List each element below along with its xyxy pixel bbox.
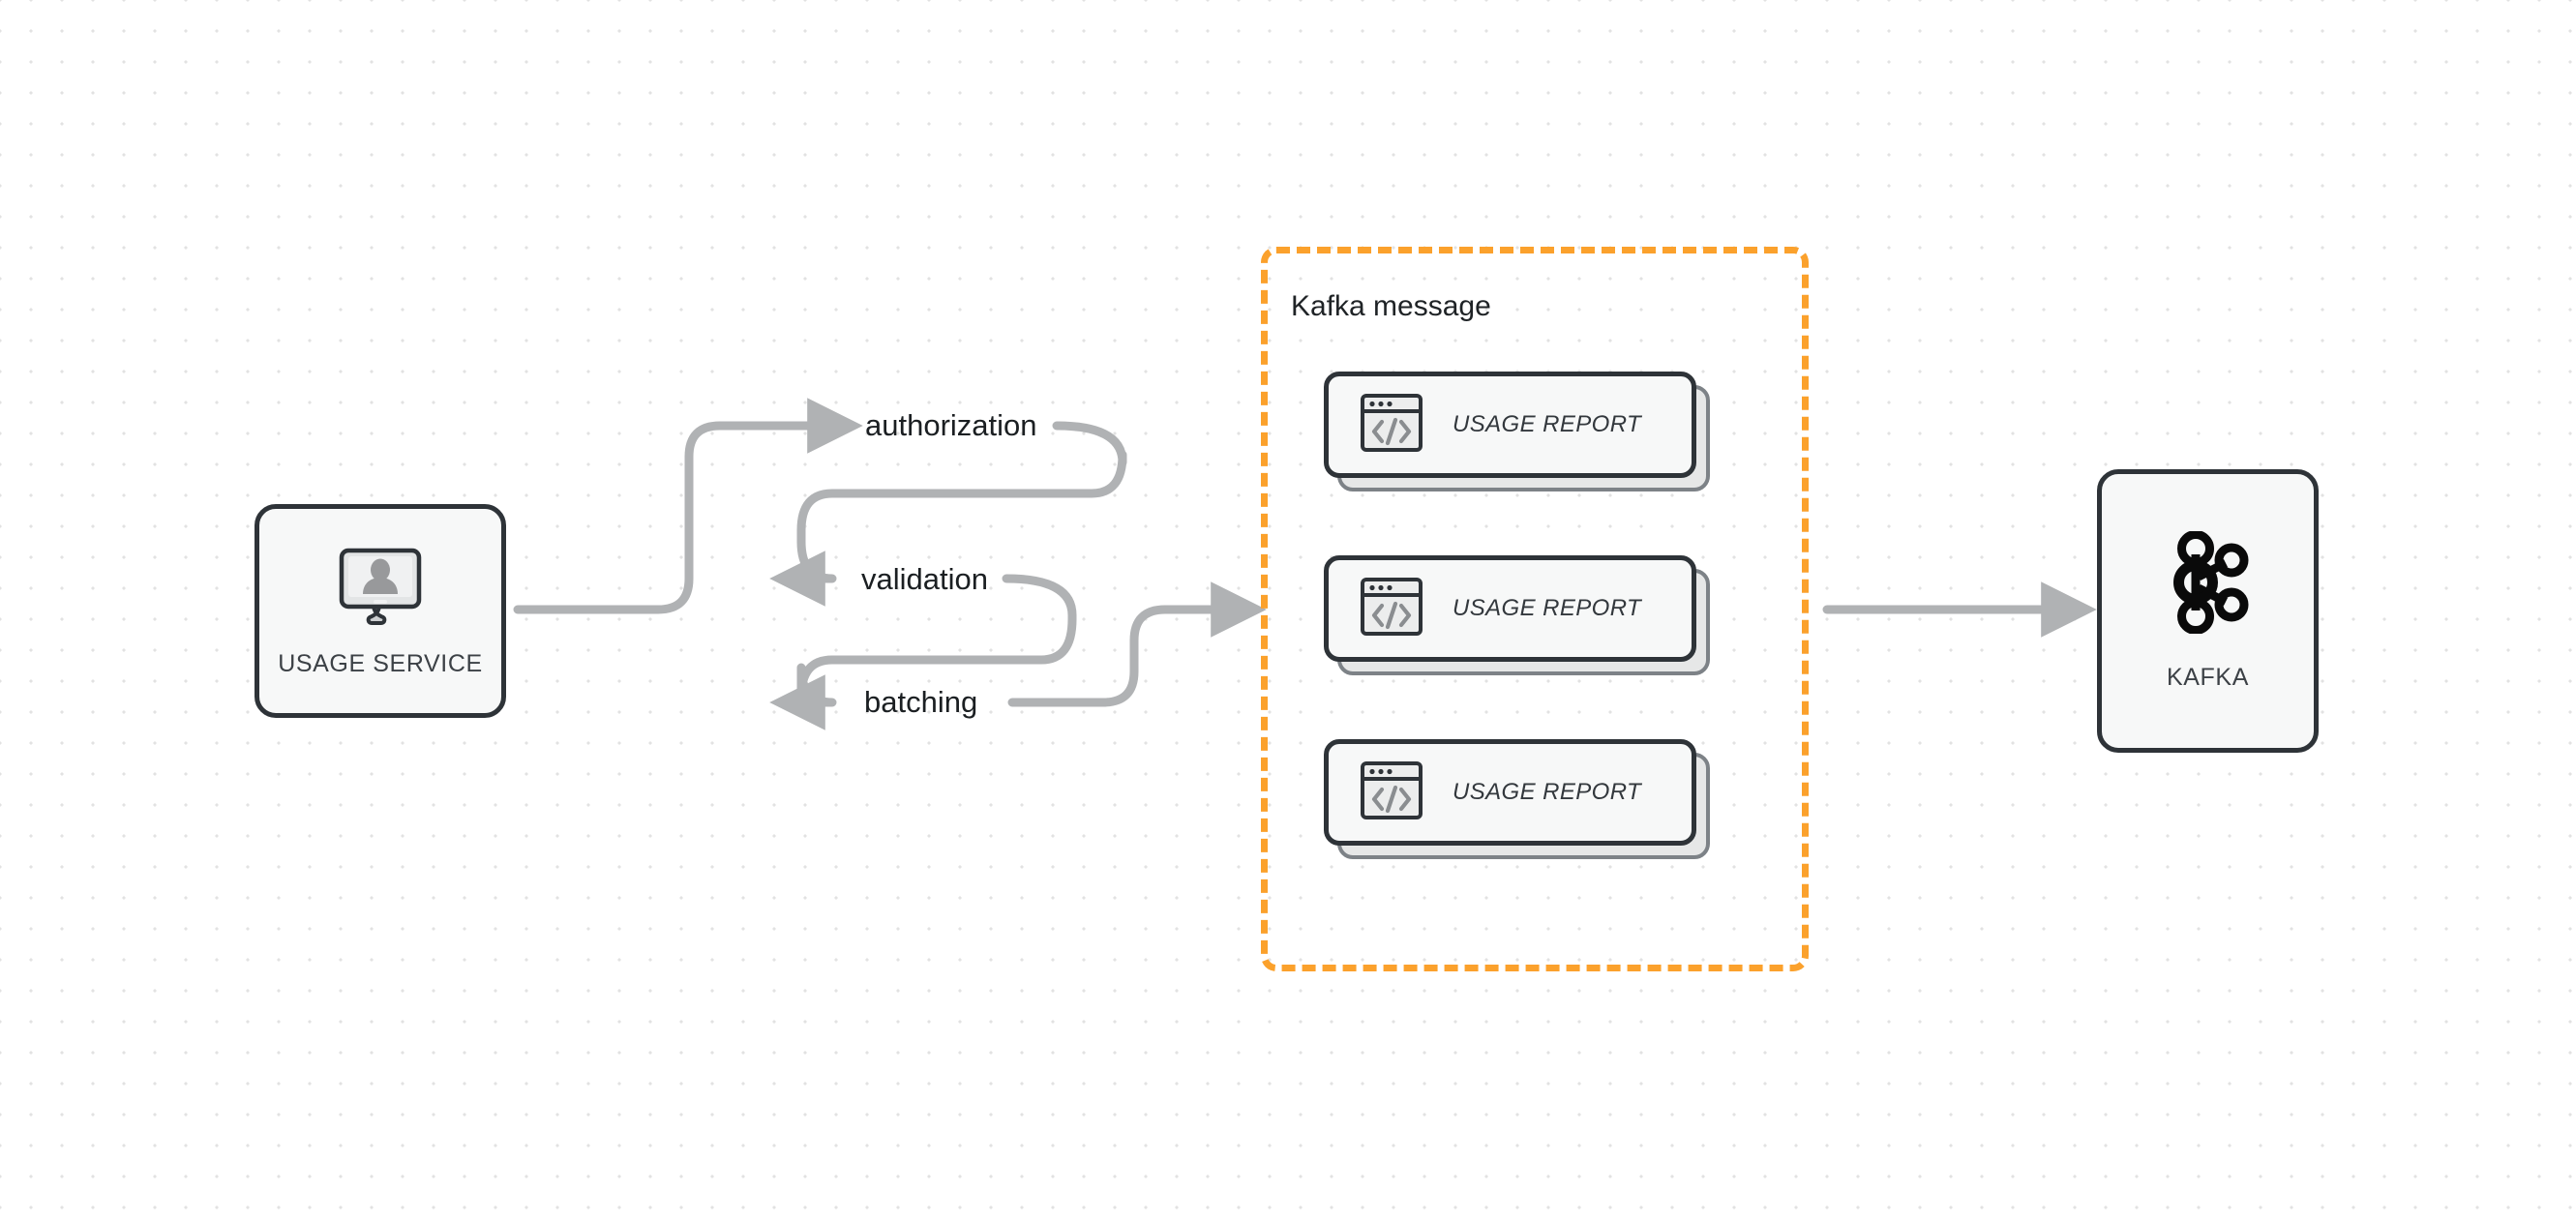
usage-report-card[interactable]: USAGE REPORT xyxy=(1324,555,1696,662)
group-title-kafka-message: Kafka message xyxy=(1291,290,1491,322)
edge-service-to-authorization xyxy=(513,398,863,614)
usage-report-card[interactable]: USAGE REPORT xyxy=(1324,739,1696,846)
usage-report-card-label: USAGE REPORT xyxy=(1453,595,1642,621)
code-window-icon xyxy=(1360,760,1423,825)
code-window-icon xyxy=(1360,393,1423,458)
node-usage-service[interactable]: USAGE SERVICE xyxy=(255,504,506,718)
usage-report-card-stack[interactable]: USAGE REPORT xyxy=(1324,555,1710,675)
pipeline-step-validation[interactable]: validation xyxy=(861,562,988,596)
usage-report-card-stack[interactable]: USAGE REPORT xyxy=(1324,739,1710,859)
usage-report-card-label: USAGE REPORT xyxy=(1453,779,1642,805)
node-label-kafka: KAFKA xyxy=(2167,663,2249,691)
usage-report-card-label: USAGE REPORT xyxy=(1453,411,1642,437)
kafka-logo-icon xyxy=(2166,529,2251,639)
monitor-user-icon xyxy=(334,545,427,631)
group-kafka-message[interactable]: Kafka message USAGE REPORT xyxy=(1261,247,1809,971)
pipeline-step-authorization[interactable]: authorization xyxy=(865,408,1037,442)
edge-authorization-to-validation xyxy=(769,421,1127,607)
code-window-icon xyxy=(1360,577,1423,641)
pipeline-step-batching[interactable]: batching xyxy=(864,685,978,719)
node-label-usage-service: USAGE SERVICE xyxy=(278,649,483,677)
edge-validation-to-batching xyxy=(769,574,1077,730)
node-kafka[interactable]: KAFKA xyxy=(2097,469,2319,753)
edge-batching-to-kafka-message xyxy=(1007,581,1267,707)
usage-report-card[interactable]: USAGE REPORT xyxy=(1324,372,1696,478)
usage-report-card-stack[interactable]: USAGE REPORT xyxy=(1324,372,1710,491)
